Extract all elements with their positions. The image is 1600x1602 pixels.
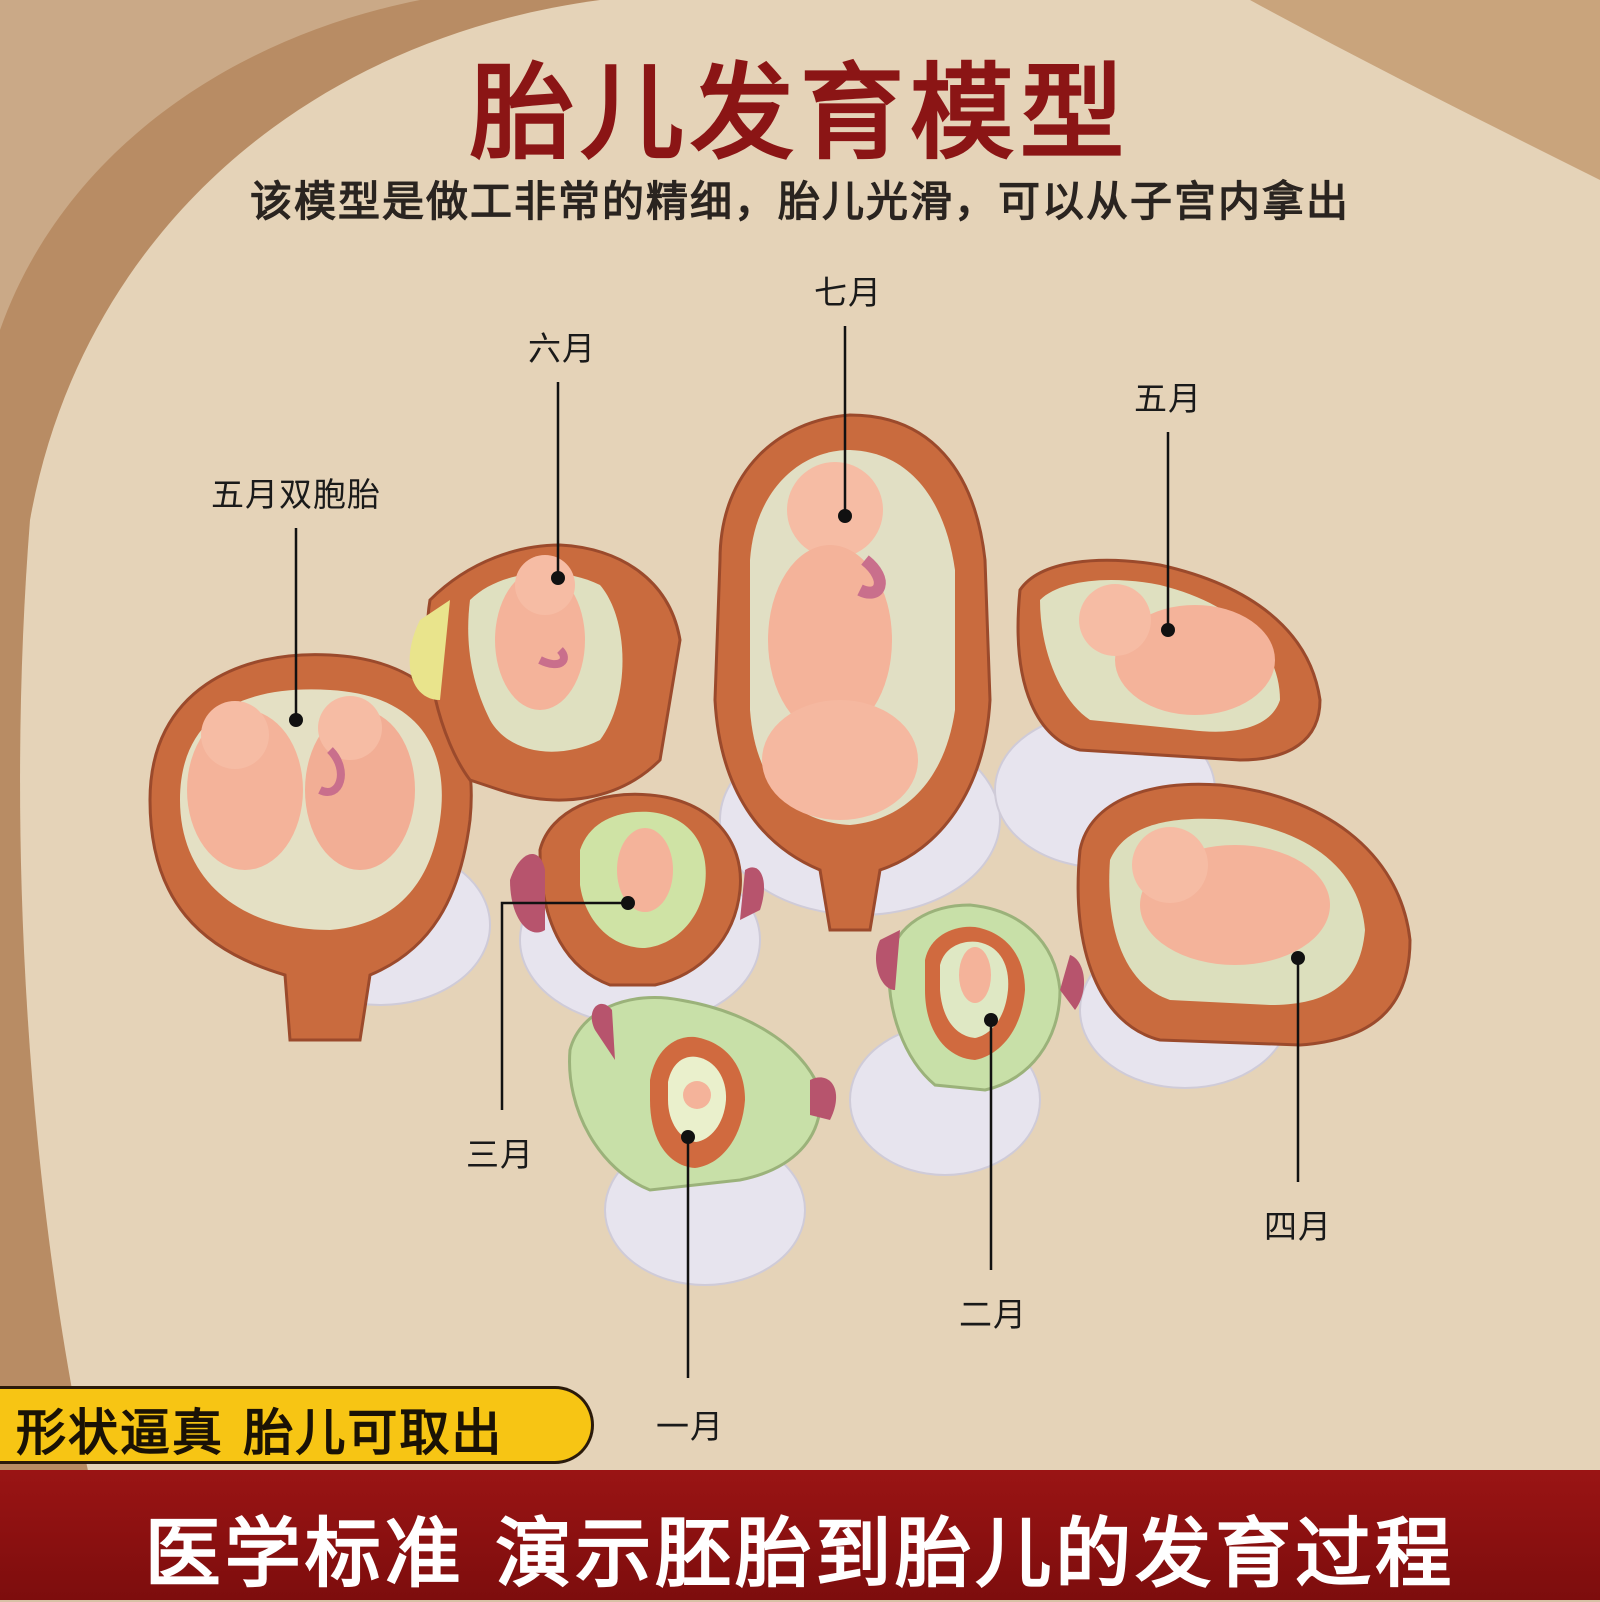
label-6-month: 六月 bbox=[528, 329, 596, 368]
label-1-month: 一月 bbox=[656, 1407, 724, 1446]
model-6-month bbox=[409, 543, 682, 802]
model-7-month bbox=[713, 413, 992, 932]
model-5-month bbox=[1016, 558, 1322, 762]
label-twins-5-month: 五月双胞胎 bbox=[211, 475, 381, 514]
bottom-banner: 医学标准 演示胚胎到胎儿的发育过程 bbox=[0, 1470, 1600, 1600]
label-5-month: 五月 bbox=[1134, 379, 1202, 418]
model-twins-5-month bbox=[148, 653, 473, 1042]
model-1-month bbox=[568, 995, 837, 1192]
model-3-month bbox=[510, 792, 765, 987]
leader-dots bbox=[289, 509, 1305, 1144]
label-2-month: 二月 bbox=[959, 1295, 1027, 1334]
page-title: 胎儿发育模型 bbox=[469, 52, 1130, 174]
label-4-month: 四月 bbox=[1264, 1207, 1332, 1246]
bottom-banner-text: 医学标准 演示胚胎到胎儿的发育过程 bbox=[144, 1509, 1456, 1598]
label-7-month: 七月 bbox=[814, 273, 882, 312]
feature-badge-text: 形状逼真 胎儿可取出 bbox=[16, 1404, 504, 1462]
label-3-month: 三月 bbox=[466, 1135, 534, 1174]
page-subtitle: 该模型是做工非常的精细，胎儿光滑，可以从子宫内拿出 bbox=[249, 177, 1350, 226]
feature-badge: 形状逼真 胎儿可取出 bbox=[0, 1386, 594, 1464]
leader-lines bbox=[294, 326, 1300, 1378]
model-4-month bbox=[1076, 782, 1412, 1047]
